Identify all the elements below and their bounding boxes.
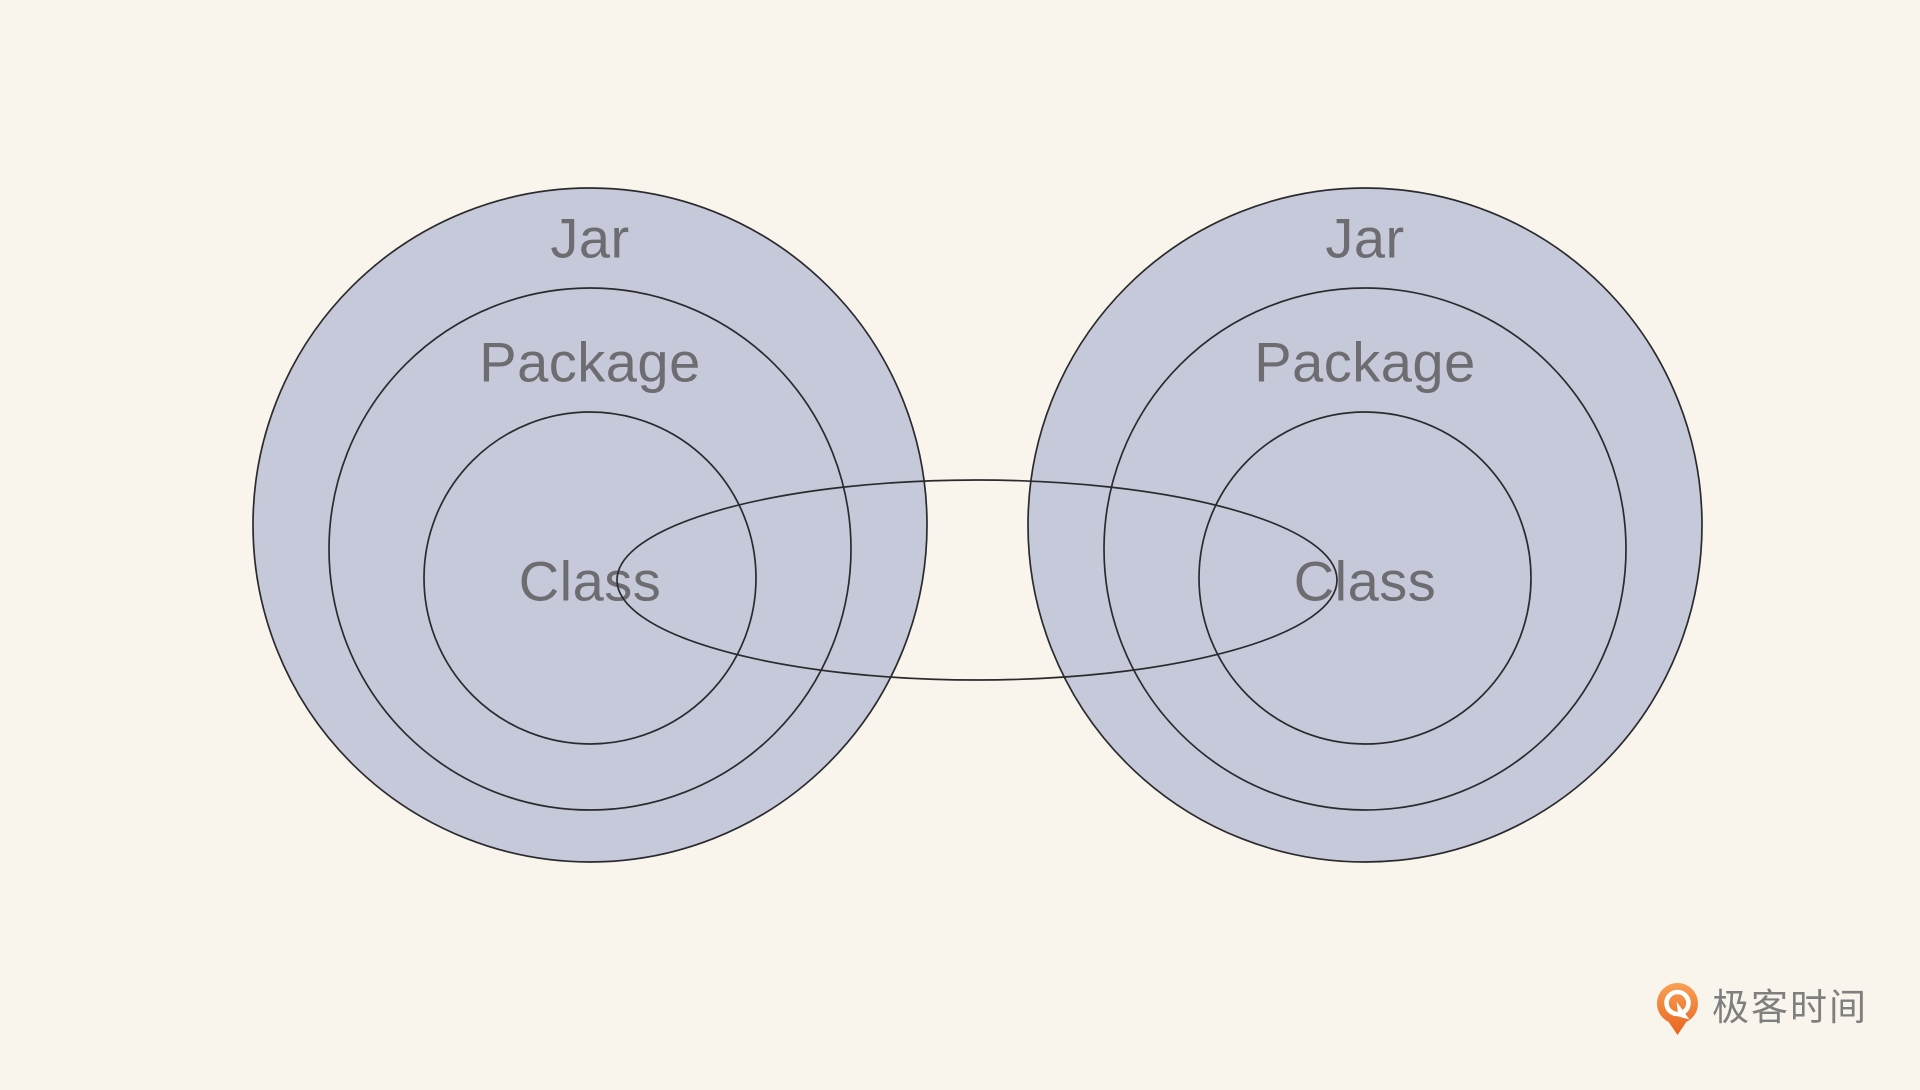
jar-label-left: Jar	[550, 207, 629, 270]
class-connector-ellipse	[616, 479, 1338, 681]
class-circle-left	[423, 411, 757, 745]
geektime-logo-text: 极客时间	[1712, 986, 1868, 1028]
logo-q-tail	[1676, 1001, 1690, 1020]
package-label-right: Package	[1254, 331, 1475, 394]
class-label-right: Class	[1294, 550, 1437, 613]
class-circle-right	[1198, 411, 1532, 745]
package-label-left: Package	[479, 331, 700, 394]
jar-label-right: Jar	[1325, 207, 1404, 270]
geektime-logo: 极客时间	[1656, 982, 1868, 1040]
geektime-logo-icon	[1657, 983, 1698, 1035]
logo-ring	[1664, 989, 1691, 1017]
class-label-left: Class	[519, 550, 662, 613]
